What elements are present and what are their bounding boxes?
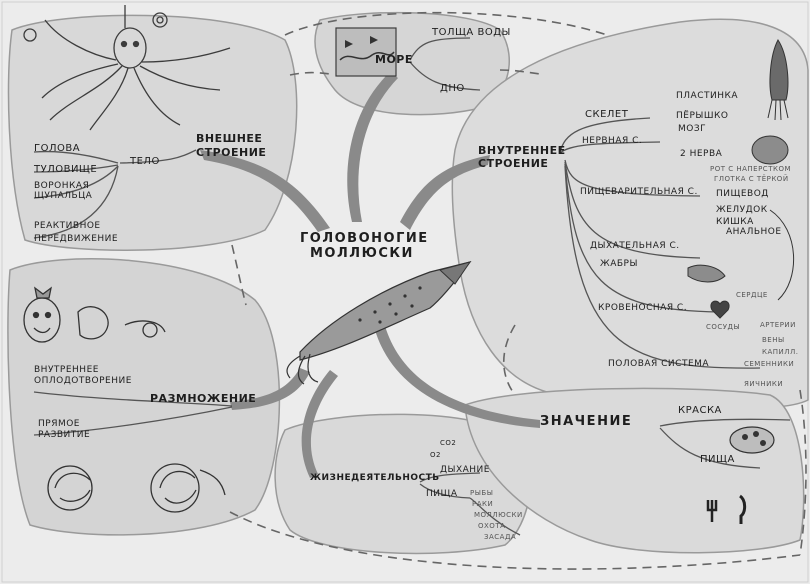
external-tulovishche-label: ТУЛОВИЩЕ [34, 165, 97, 175]
internal-arterii-label: АРТЕРИИ [760, 322, 796, 329]
vital-breathing-label: ДЫХАНИЕ [440, 466, 490, 475]
internal-nerva-label: 2 НЕРВА [680, 150, 722, 159]
central-topic-line2: МОЛЛЮСКИ [310, 247, 414, 260]
vital-o2-label: O2 [430, 452, 441, 459]
internal-zhabry-label: ЖАБРЫ [600, 260, 638, 269]
internal-dykhat-label: ДЫХАТЕЛЬНАЯ С. [590, 242, 680, 251]
external-title-line2: СТРОЕНИЕ [196, 147, 266, 158]
vital-food-label: ПИЩА [426, 490, 458, 499]
internal-serdce-label: СЕРДЦЕ [736, 292, 768, 299]
reproduction-internal-label-2: ОПЛОДОТВОРЕНИЕ [34, 377, 132, 386]
internal-yaichniki-label: ЯИЧНИКИ [744, 381, 783, 388]
vital-food-item-5: ЗАСАДА [484, 534, 516, 541]
internal-mozg-label: МОЗГ [678, 125, 706, 134]
internal-sosudy-label: СОСУДЫ [706, 324, 740, 331]
external-golova-label: ГОЛОВА [34, 144, 80, 154]
internal-glotka-label: ГЛОТКА С ТЁРКОЙ [714, 176, 789, 183]
central-topic-line1: ГОЛОВОНОГИЕ [300, 232, 429, 245]
external-reaktiv-label-2: ПЕРЕДВИЖЕНИЕ [34, 235, 118, 244]
significance-ink-label: КРАСКА [678, 406, 722, 416]
external-voronka-label-2: ЩУПАЛЬЦА [34, 192, 92, 201]
vital-food-item-3: МОЛЛЮСКИ [474, 512, 523, 519]
external-voronka-label-1: ВОРОНКАЯ [34, 182, 89, 191]
external-title-line1: ВНЕШНЕЕ [196, 133, 262, 144]
external-telo-label: ТЕЛО [130, 157, 160, 167]
internal-kishka-label: КИШКА [716, 218, 754, 227]
significance-food-label: ПИЩА [700, 455, 735, 465]
sea-label: МОРЕ [375, 54, 413, 65]
internal-title-line2: СТРОЕНИЕ [478, 158, 548, 169]
vital-food-item-4: ОХОТА [478, 523, 505, 530]
internal-skelet-label: СКЕЛЕТ [585, 110, 628, 120]
reproduction-direct-label-1: ПРЯМОЕ [38, 420, 80, 429]
internal-analnoe-label: АНАЛЬНОЕ [726, 228, 782, 237]
reproduction-internal-label-1: ВНУТРЕННЕЕ [34, 366, 99, 375]
reproduction-direct-label-2: РАЗВИТИЕ [38, 431, 90, 440]
internal-title-line1: ВНУТРЕННЕЕ [478, 145, 566, 156]
significance-title: ЗНАЧЕНИЕ [540, 415, 632, 428]
vital-title: ЖИЗНЕДЕЯТЕЛЬНОСТЬ [310, 474, 440, 483]
internal-pishchevar-label: ПИЩЕВАРИТЕЛЬНАЯ С. [580, 188, 698, 197]
internal-semenniki-label: СЕМЕННИКИ [744, 361, 794, 368]
reproduction-title: РАЗМНОЖЕНИЕ [150, 393, 256, 404]
internal-peryshko-label: ПЁРЫШКО [676, 112, 728, 121]
vital-co2-label: CO2 [440, 440, 456, 447]
sea-water-column-label: ТОЛЩА ВОДЫ [432, 28, 511, 38]
sea-sketch [336, 28, 396, 76]
vital-food-item-1: РЫБЫ [470, 490, 493, 497]
internal-kapill-label: КАПИЛЛ. [762, 349, 799, 356]
sea-bottom-label: ДНО [440, 84, 465, 94]
internal-nervnaya-label: НЕРВНАЯ С. [582, 137, 642, 146]
internal-rot-label: РОТ С НАПЕРСТКОМ [710, 166, 791, 173]
internal-veny-label: ВЕНЫ [762, 337, 785, 344]
internal-krovenos-label: КРОВЕНОСНАЯ С. [598, 304, 687, 313]
external-reaktiv-label-1: РЕАКТИВНОЕ [34, 222, 101, 231]
internal-pishchevod-label: ПИЩЕВОД [716, 190, 769, 199]
vital-food-item-2: РАКИ [472, 501, 493, 508]
internal-polovaya-label: ПОЛОВАЯ СИСТЕМА [608, 360, 709, 369]
internal-zheludok-label: ЖЕЛУДОК [716, 206, 768, 215]
internal-plastinka-label: ПЛАСТИНКА [676, 92, 738, 101]
